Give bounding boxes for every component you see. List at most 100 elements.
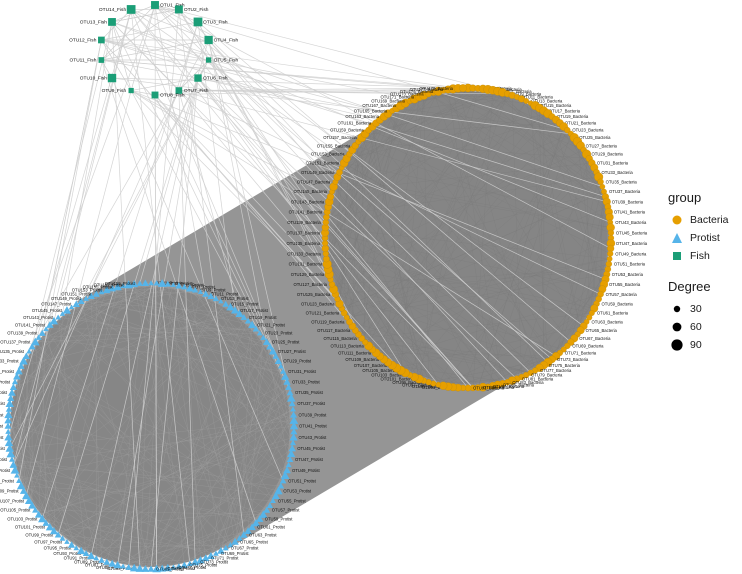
node-label: OTU91_Protist	[64, 556, 93, 561]
edge	[62, 21, 113, 314]
fish-cluster: OTU1_FishOTU2_FishOTU3_FishOTU4_FishOTU5…	[69, 1, 238, 99]
node	[289, 416, 299, 424]
node-label: OTU27_Protist	[278, 349, 307, 354]
node	[435, 381, 442, 388]
edge	[101, 39, 389, 114]
edge	[325, 96, 420, 254]
node	[141, 279, 149, 286]
edge	[106, 559, 201, 563]
edge	[215, 298, 288, 471]
node	[30, 337, 40, 346]
node	[268, 347, 277, 355]
edge	[57, 39, 209, 535]
node	[271, 491, 280, 500]
edge	[45, 337, 264, 524]
node	[26, 348, 32, 354]
edge	[178, 285, 222, 551]
node	[11, 378, 19, 385]
node-label: OTU145_Protist	[32, 308, 63, 313]
node-label: OTU39_Bacteria	[612, 199, 644, 204]
node-label: OTU105_Protist	[0, 508, 31, 513]
node-label: OTU137_Protist	[0, 340, 31, 345]
node	[226, 303, 235, 311]
edge	[111, 21, 141, 569]
edge	[346, 93, 429, 318]
edge	[511, 95, 522, 378]
edge	[57, 317, 87, 554]
node	[107, 73, 117, 83]
edge	[45, 328, 97, 559]
node-label: OTU157_Bacteria	[323, 135, 357, 140]
node-label: OTU173_Bacteria	[390, 91, 424, 96]
edge	[392, 167, 595, 366]
node-label: OTU5_Fish	[214, 58, 239, 64]
node-label: OTU109_Bacteria	[345, 357, 379, 362]
edge	[41, 21, 199, 519]
edge	[352, 141, 359, 327]
node	[98, 36, 105, 44]
edge	[111, 77, 469, 89]
edge	[53, 313, 63, 532]
edge	[178, 90, 439, 92]
edge	[543, 294, 601, 366]
edge	[365, 153, 587, 343]
edge	[447, 89, 494, 386]
node-label: OTU35_Protist	[295, 390, 324, 395]
edge	[150, 437, 294, 570]
edge	[42, 518, 216, 554]
edge	[570, 196, 606, 343]
node-label: OTU49_Protist	[292, 468, 321, 473]
edge	[66, 289, 196, 311]
node	[151, 1, 159, 9]
edge	[8, 303, 226, 432]
edge	[178, 9, 209, 61]
edge	[58, 317, 270, 347]
node	[277, 482, 285, 489]
node-label: OTU57_Bacteria	[606, 292, 638, 297]
edge	[139, 282, 152, 569]
node	[197, 289, 204, 294]
node-label: OTU6_Fish	[203, 76, 228, 82]
node	[125, 563, 132, 570]
node	[280, 368, 287, 374]
node-label: OTU4_Fish	[214, 38, 239, 44]
node	[108, 559, 117, 567]
node	[170, 564, 177, 570]
edge	[154, 94, 282, 367]
node-label: OTU15_Protist	[231, 302, 260, 307]
node	[240, 531, 248, 538]
edge	[133, 283, 191, 564]
edge	[372, 126, 420, 379]
edge	[247, 337, 264, 532]
node	[588, 310, 595, 316]
edge	[154, 4, 531, 374]
node-label: OTU65_Bacteria	[586, 328, 618, 333]
node-label: OTU31_Bacteria	[597, 161, 629, 166]
node	[10, 465, 20, 474]
node-label: OTU83_Protist	[107, 566, 136, 571]
node-label: OTU15_Bacteria	[540, 103, 572, 108]
node	[72, 300, 80, 307]
edge	[101, 39, 402, 371]
node	[73, 545, 80, 551]
edge	[327, 191, 605, 265]
node	[597, 178, 604, 185]
edge	[156, 341, 267, 569]
node	[87, 292, 95, 300]
node-label: OTU137_Bacteria	[287, 230, 321, 235]
edge	[387, 113, 553, 360]
edge	[443, 176, 599, 386]
triangle-icon	[668, 229, 686, 247]
edge	[361, 338, 459, 388]
node	[102, 286, 111, 294]
edge	[326, 108, 397, 259]
node	[205, 57, 212, 63]
edge	[178, 9, 245, 535]
edge	[325, 253, 595, 309]
legend-group-title: group	[668, 190, 702, 205]
node	[286, 456, 294, 463]
node-label: OTU69_Bacteria	[572, 344, 604, 349]
node-label: OTU8_Fish	[160, 93, 185, 99]
node-label: OTU145_Bacteria	[293, 189, 327, 194]
edge	[428, 93, 607, 202]
